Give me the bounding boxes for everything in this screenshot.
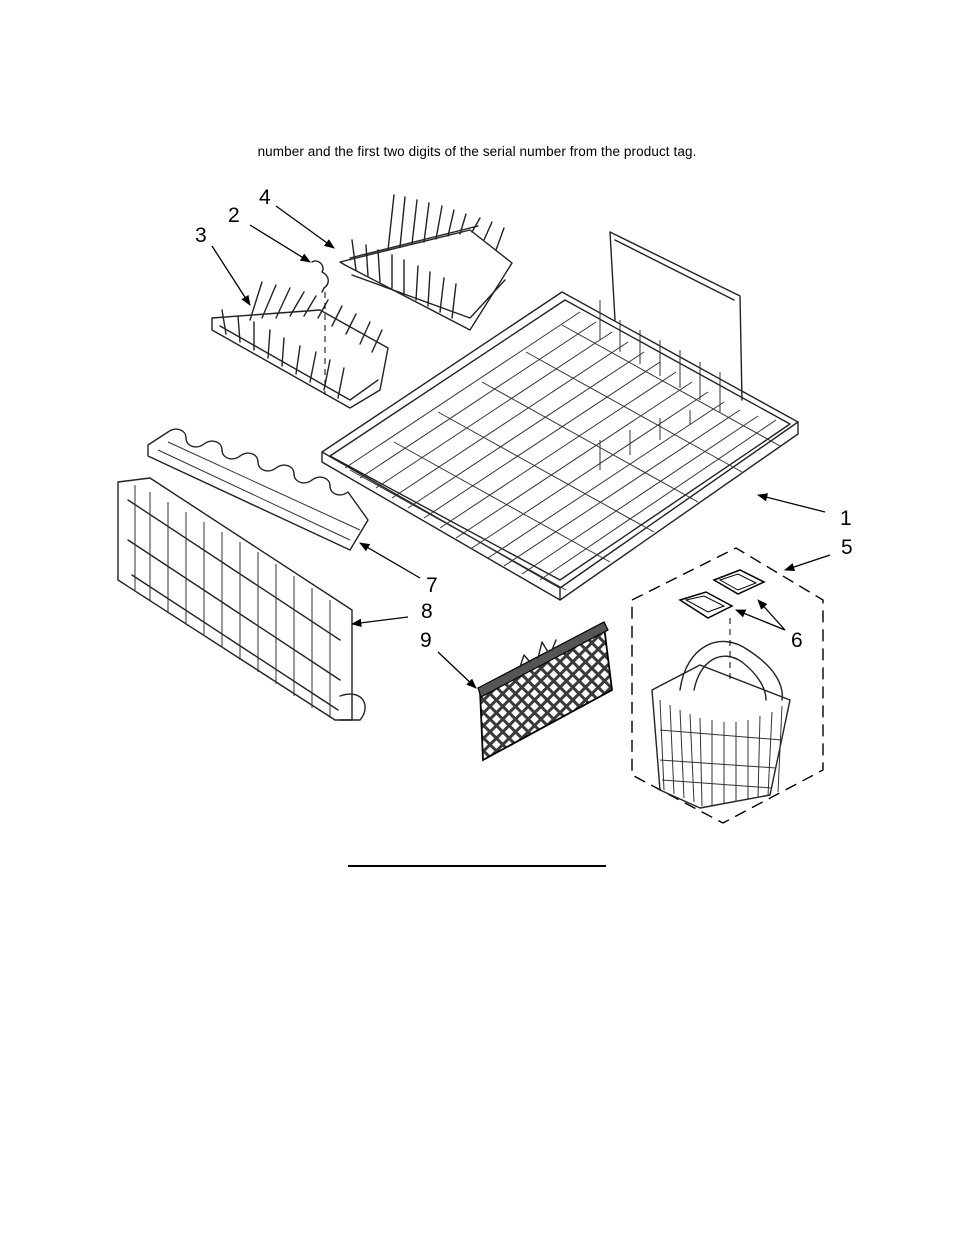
leader-lines bbox=[211, 205, 831, 689]
page-caption: number and the first two digits of the s… bbox=[257, 144, 697, 159]
callout-1: 1 bbox=[840, 507, 852, 530]
part-2-clip bbox=[311, 260, 329, 395]
callout-6: 6 bbox=[791, 629, 803, 652]
callout-8: 8 bbox=[421, 600, 433, 623]
part-3-tine-row bbox=[211, 281, 389, 409]
part-9-mesh-panel bbox=[477, 621, 613, 762]
part-5-silverware-basket-group bbox=[631, 547, 824, 824]
part-1-dishrack bbox=[321, 231, 799, 601]
part-4-tine-row bbox=[339, 194, 513, 331]
part-8-basket-side bbox=[117, 477, 366, 721]
horizontal-rule bbox=[348, 865, 606, 867]
callout-4: 4 bbox=[259, 186, 271, 209]
callout-7: 7 bbox=[426, 574, 438, 597]
callout-2: 2 bbox=[228, 204, 240, 227]
callout-5: 5 bbox=[841, 536, 853, 559]
callout-3: 3 bbox=[195, 224, 207, 247]
part-6-basket-lids bbox=[678, 569, 766, 680]
callout-9: 9 bbox=[420, 629, 432, 652]
part-7-wire-insert bbox=[147, 428, 369, 551]
